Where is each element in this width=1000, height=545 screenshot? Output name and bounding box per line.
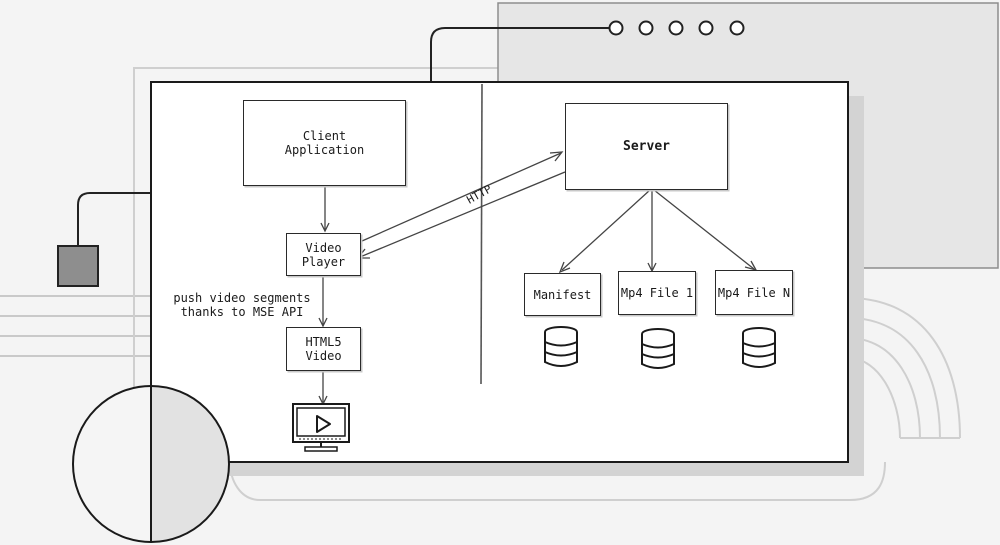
video-player-node: Video Player [286,233,361,276]
mse-note: push video segments thanks to MSE API [173,291,311,319]
connector-dot-1 [608,20,624,36]
client-server-divider [480,83,483,385]
database-icon [742,327,776,368]
manifest-node: Manifest [524,273,601,316]
client-application-node: Client Application [243,100,406,186]
video-monitor-icon [292,403,350,452]
connector-block [57,245,99,287]
connector-dot-2 [638,20,654,36]
database-icon [641,328,675,369]
connector-dot-3 [668,20,684,36]
server-node: Server [565,103,728,190]
mp4-file-1-node: Mp4 File 1 [618,271,696,315]
connector-dot-5 [729,20,745,36]
mp4-file-n-node: Mp4 File N [715,270,793,315]
html5-video-node: HTML5 Video [286,327,361,371]
connector-dot-4 [698,20,714,36]
database-icon [544,326,578,367]
